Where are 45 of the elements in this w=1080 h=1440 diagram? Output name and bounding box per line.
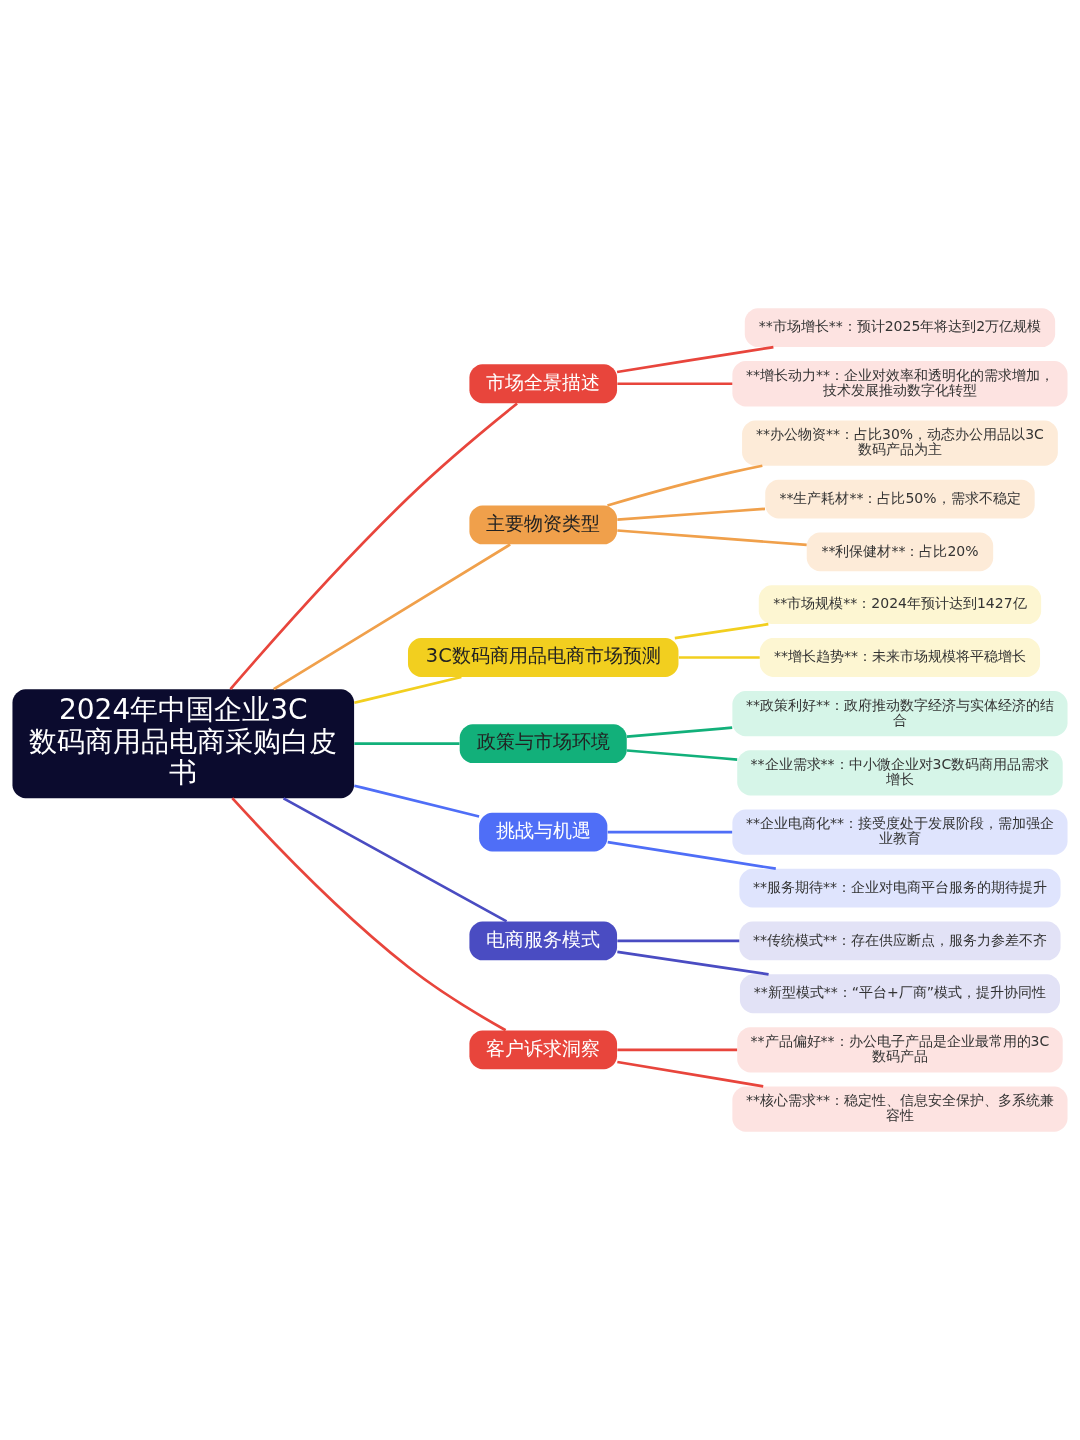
connector	[354, 784, 480, 818]
node-box: 主要物资类型	[469, 505, 618, 545]
node-box: 2024年中国企业3C数码商用品电商采购白皮书	[12, 689, 355, 799]
connector	[607, 830, 733, 834]
connector	[678, 656, 760, 659]
connector	[354, 742, 460, 746]
connector	[617, 939, 740, 943]
connector	[273, 543, 511, 691]
connector	[674, 622, 769, 640]
node-box: 客户诉求洞察	[469, 1030, 618, 1070]
node-box: **服务期待**：企业对电商平台服务的期待提升	[739, 868, 1061, 908]
connector	[617, 950, 769, 976]
node-box: **传统模式**：存在供应断点，服务力参差不齐	[739, 921, 1061, 961]
node-box: 市场全景描述	[469, 364, 618, 404]
connector	[626, 726, 733, 738]
node-box: **利保健材**：占比20%	[806, 532, 994, 572]
node-box: **企业需求**：中小微企业对3C数码商用品需求增长	[737, 750, 1063, 796]
node-box: 政策与市场环境	[459, 724, 627, 764]
node-box: **增长动力**：企业对效率和透明化的需求增加，技术发展推动数字化转型	[732, 361, 1068, 407]
connector	[616, 345, 774, 374]
node-box: **增长趋势**：未来市场规模将平稳增长	[759, 638, 1041, 677]
connector	[617, 1048, 738, 1052]
node-box: **企业电商化**：接受度处于发展阶段，需加强企业教育	[732, 809, 1068, 855]
connector	[617, 529, 807, 547]
node-box: **产品偏好**：办公电子产品是企业最常用的3C数码产品	[737, 1027, 1063, 1073]
connector	[617, 507, 766, 521]
connector	[626, 749, 738, 761]
connector	[607, 840, 776, 870]
connector	[354, 675, 462, 705]
connector	[231, 797, 507, 1032]
connector	[282, 797, 508, 923]
connector	[617, 382, 733, 386]
node-box: **核心需求**：稳定性、信息安全保护、多系统兼容性	[732, 1086, 1068, 1132]
node-box: **市场规模**：2024年预计达到1427亿	[758, 585, 1042, 625]
node-box: **政策利好**：政府推动数字经济与实体经济的结合	[732, 690, 1068, 737]
node-box: **生产耗材**：占比50%，需求不稳定	[765, 479, 1035, 519]
node-box: 电商服务模式	[469, 921, 618, 961]
node-box: 3C数码商用品电商市场预测	[408, 638, 679, 677]
connector	[229, 402, 518, 691]
node-box: 挑战与机遇	[479, 812, 608, 852]
node-box: **办公物资**：占比30%，动态办公用品以3C数码产品为主	[742, 420, 1058, 466]
node-box: **新型模式**：“平台+厂商”模式，提升协同性	[739, 974, 1060, 1014]
connector	[607, 464, 763, 507]
connector	[617, 1060, 764, 1088]
node-box: **市场增长**：预计2025年将达到2万亿规模	[744, 308, 1056, 348]
